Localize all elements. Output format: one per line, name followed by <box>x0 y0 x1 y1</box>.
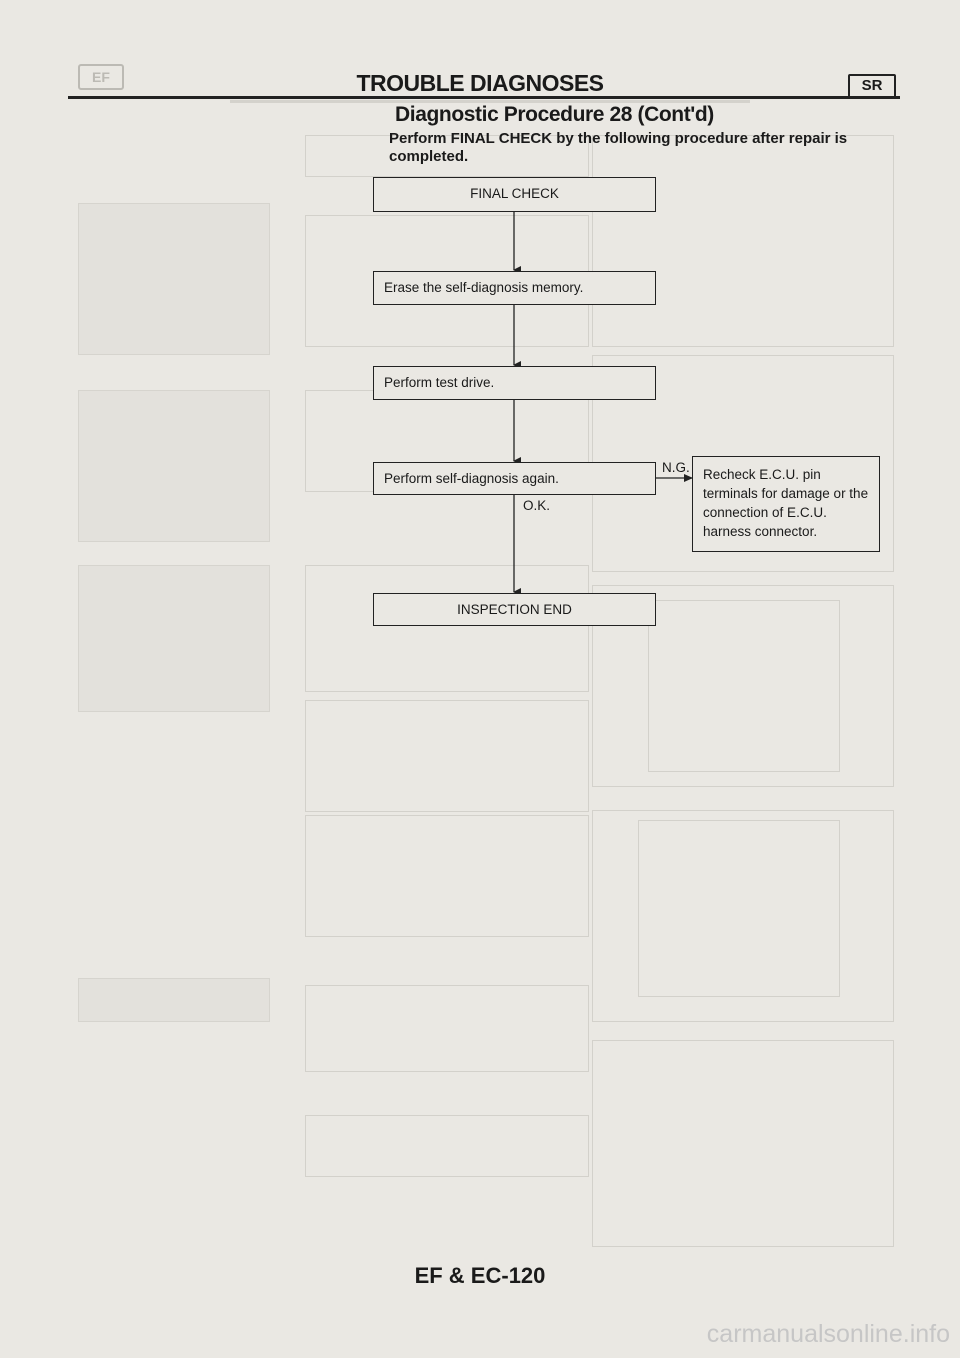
procedure-subtitle: Diagnostic Procedure 28 (Cont'd) <box>395 103 714 126</box>
test-drive-box: Perform test drive. <box>373 366 656 400</box>
ghost-box <box>305 135 589 177</box>
ghost-box <box>305 985 589 1072</box>
self-diag-box: Perform self-diagnosis again. <box>373 462 656 495</box>
header-rule <box>68 96 900 99</box>
section-badge-left: EF <box>78 64 124 90</box>
page-number: EF & EC-120 <box>414 1263 546 1288</box>
ghost-box <box>648 600 840 772</box>
ghost-box <box>592 1040 894 1247</box>
recheck-ecu-note: Recheck E.C.U. pin terminals for damage … <box>692 456 880 552</box>
ghost-box <box>78 565 270 712</box>
ghost-box <box>78 203 270 355</box>
ok-label: O.K. <box>523 498 551 513</box>
ghost-box <box>305 700 589 812</box>
page-title: TROUBLE DIAGNOSES <box>356 70 604 96</box>
ghost-box <box>592 810 894 1022</box>
ghost-box <box>638 820 840 997</box>
ghost-box <box>78 978 270 1022</box>
ghost-box <box>305 565 589 692</box>
instruction-text: Perform FINAL CHECK by the following pro… <box>389 130 848 165</box>
ghost-box <box>592 585 894 787</box>
erase-memory-box: Erase the self-diagnosis memory. <box>373 271 656 305</box>
inspection-end-box: INSPECTION END <box>373 593 656 626</box>
ghost-box <box>305 1115 589 1177</box>
ng-label: N.G. <box>662 460 690 475</box>
ghost-box <box>592 135 894 347</box>
watermark: carmanualsonline.info <box>706 1320 950 1348</box>
final-check-box: FINAL CHECK <box>373 177 656 212</box>
ghost-rule <box>230 100 750 103</box>
ghost-box <box>78 390 270 542</box>
ghost-box <box>305 815 589 937</box>
